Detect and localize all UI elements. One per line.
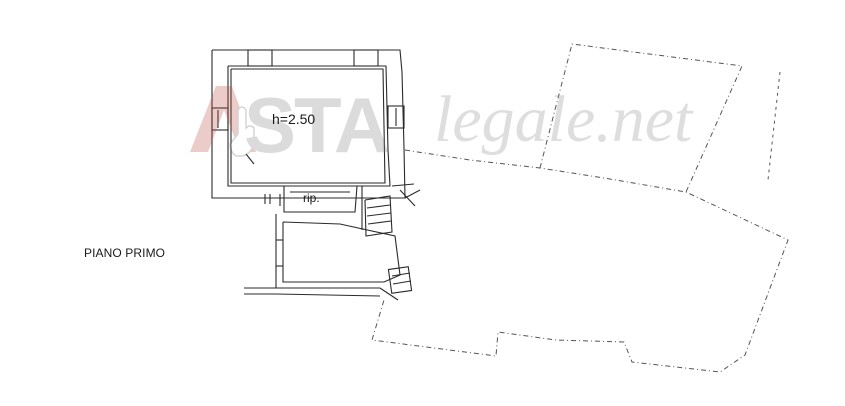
floor-label: PIANO PRIMO xyxy=(84,246,166,260)
service-rooms xyxy=(244,183,421,301)
room-height-label: h=2.50 xyxy=(272,111,316,127)
storage-label: rip. xyxy=(303,191,320,205)
main-room-walls xyxy=(211,49,406,199)
watermark-brand-b: legale.net xyxy=(434,83,693,156)
watermark-brand-a: STA xyxy=(244,81,390,169)
watermark: STA legale.net xyxy=(186,78,726,169)
land-boundary xyxy=(371,43,789,373)
hand-cursor-icon xyxy=(190,86,256,157)
